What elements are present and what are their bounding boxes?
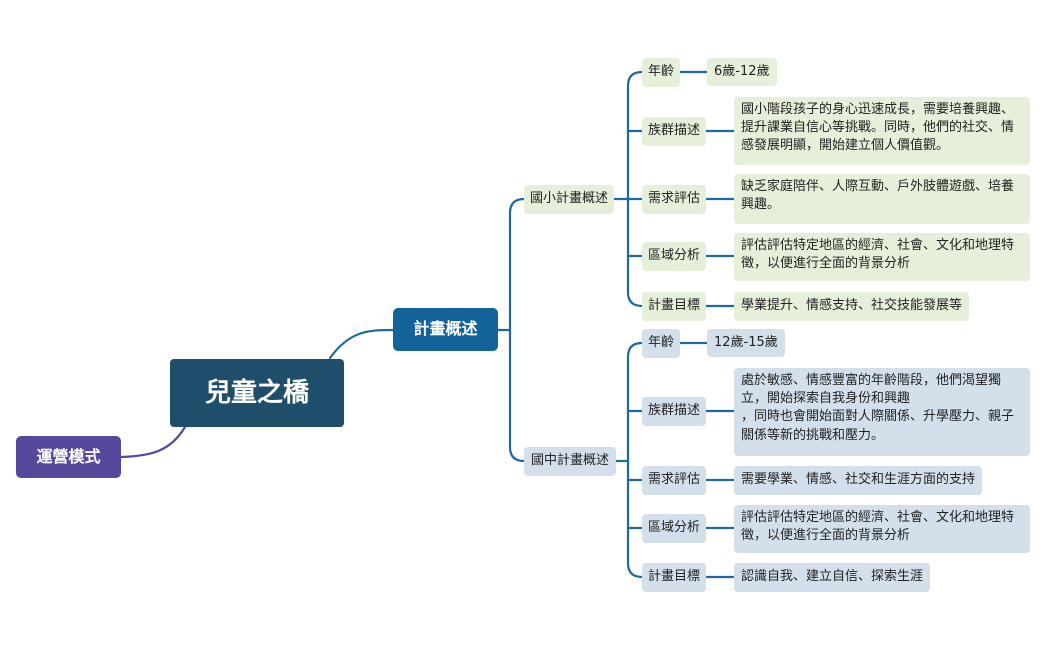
group-junior-high-overview[interactable]: 國中計畫概述 [524, 447, 616, 476]
detail-line: 提升課業自信心等挑戰。同時，他們的社交、情 [741, 120, 1015, 136]
detail-line: 評估評估特定地區的經濟、社會、文化和地理特 [741, 238, 1015, 253]
detail-line: ，同時也會開始面對人際關係、升學壓力、親子 [741, 409, 1015, 425]
detail-line: 國小階段孩子的身心迅速成長，需要培養興趣、 [741, 102, 1015, 117]
junior-population-label[interactable]: 族群描述 [642, 397, 706, 426]
detail-line: 6歲-12歲 [714, 63, 770, 79]
group-elementary-overview[interactable]: 國小計畫概述 [524, 185, 614, 214]
junior-needs-detail[interactable]: 需要學業、情感、社交和生涯方面的支持 [734, 466, 983, 495]
branch-operating-model[interactable]: 運營模式 [16, 436, 121, 478]
detail-line: 學業提升、情感支持、社交技能發展等 [741, 298, 963, 314]
elementary-goal-detail[interactable]: 學業提升、情感支持、社交技能發展等 [734, 292, 970, 321]
detail-line: 需要學業、情感、社交和生涯方面的支持 [741, 472, 976, 488]
elementary-region-label[interactable]: 區域分析 [642, 242, 706, 271]
junior-needs-label[interactable]: 需求評估 [642, 466, 706, 495]
elementary-needs-label[interactable]: 需求評估 [642, 185, 706, 214]
junior-age-label[interactable]: 年齡 [642, 329, 680, 358]
detail-line: 缺乏家庭陪伴、人際互動、戶外肢體遊戲、培養 [741, 179, 1015, 194]
branch-plan-overview[interactable]: 計畫概述 [393, 308, 498, 351]
detail-line: 關係等新的挑戰和壓力。 [741, 427, 885, 443]
elementary-age-label[interactable]: 年齡 [642, 58, 680, 87]
junior-region-detail[interactable]: 評估評估特定地區的經濟、社會、文化和地理特 徵，以便進行全面的背景分析 [734, 505, 1030, 553]
junior-population-detail[interactable]: 處於敏感、情感豐富的年齡階段，他們渴望獨 立，開始探索自我身份和興趣 ，同時也會… [734, 368, 1030, 456]
center-topic[interactable]: 兒童之橋 [170, 359, 344, 427]
detail-line: 評估評估特定地區的經濟、社會、文化和地理特 [741, 510, 1015, 525]
junior-age-detail[interactable]: 12歲-15歲 [707, 329, 785, 357]
detail-line: 認識自我、建立自信、探索生涯 [741, 569, 924, 585]
elementary-age-detail[interactable]: 6歲-12歲 [707, 58, 777, 86]
elementary-goal-label[interactable]: 計畫目標 [642, 292, 706, 321]
detail-line: 感發展明顯，開始建立個人價值觀。 [741, 138, 950, 154]
elementary-region-detail[interactable]: 評估評估特定地區的經濟、社會、文化和地理特 徵，以便進行全面的背景分析 [734, 233, 1030, 281]
detail-line: 徵，以便進行全面的背景分析 [741, 528, 911, 544]
junior-goal-detail[interactable]: 認識自我、建立自信、探索生涯 [734, 563, 931, 592]
elementary-needs-detail[interactable]: 缺乏家庭陪伴、人際互動、戶外肢體遊戲、培養 興趣。 [734, 174, 1030, 224]
detail-line: 處於敏感、情感豐富的年齡階段，他們渴望獨 [741, 373, 1002, 388]
detail-line: 立，開始探索自我身份和興趣 [741, 391, 911, 407]
detail-line: 興趣。 [741, 197, 781, 213]
elementary-population-detail[interactable]: 國小階段孩子的身心迅速成長，需要培養興趣、 提升課業自信心等挑戰。同時，他們的社… [734, 97, 1030, 165]
detail-line: 徵，以便進行全面的背景分析 [741, 256, 911, 272]
detail-line: 12歲-15歲 [714, 334, 778, 350]
junior-region-label[interactable]: 區域分析 [642, 514, 706, 543]
elementary-population-label[interactable]: 族群描述 [642, 117, 706, 146]
junior-goal-label[interactable]: 計畫目標 [642, 563, 706, 592]
